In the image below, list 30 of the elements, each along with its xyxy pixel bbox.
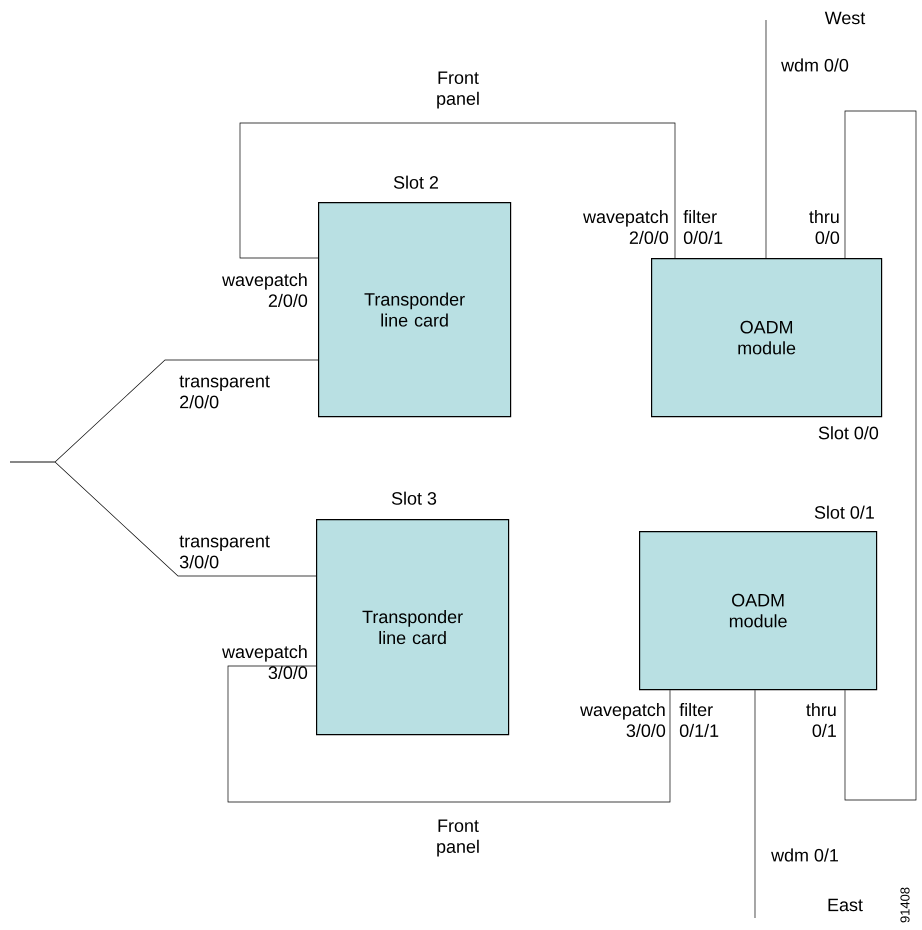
- card-box: Transponder line card: [318, 202, 512, 418]
- fiber-line: [10, 462, 316, 576]
- card-box: OADM module: [639, 531, 878, 690]
- fiber-line: [754, 690, 756, 918]
- slot-label: Slot 0/1: [814, 506, 874, 519]
- port-label: East: [828, 898, 863, 912]
- port-label: wdm 0/1: [771, 848, 838, 862]
- port-label: transparent 2/0/0: [179, 376, 270, 408]
- port-label: wavepatch 2/0/0: [583, 210, 668, 244]
- edge-label: Front panel: [422, 818, 494, 858]
- port-label: wavepatch 3/0/0: [580, 702, 666, 738]
- port-label: transparent 3/0/0: [179, 536, 270, 568]
- port-label: wavepatch 2/0/0: [222, 272, 308, 308]
- port-label: thru 0/0: [809, 210, 840, 244]
- fiber-line: [228, 666, 670, 802]
- fiber-line: [240, 122, 676, 258]
- port-label: filter 0/0/1: [683, 210, 722, 244]
- port-label: thru 0/1: [806, 702, 836, 738]
- port-label: wdm 0/0: [781, 58, 848, 72]
- edge-label: Front panel: [422, 70, 494, 110]
- port-label: West: [824, 12, 866, 24]
- card-box: OADM module: [651, 258, 882, 418]
- slot-label: Slot 2: [394, 176, 438, 189]
- figure-number: 91408: [900, 888, 910, 922]
- port-label: filter 0/1/1: [679, 702, 718, 738]
- port-label: wavepatch 3/0/0: [222, 644, 308, 680]
- slot-label: Slot 0/0: [818, 426, 878, 440]
- slot-label: Slot 3: [392, 492, 436, 505]
- fiber-line: [844, 110, 916, 800]
- card-box: Transponder line card: [316, 519, 510, 736]
